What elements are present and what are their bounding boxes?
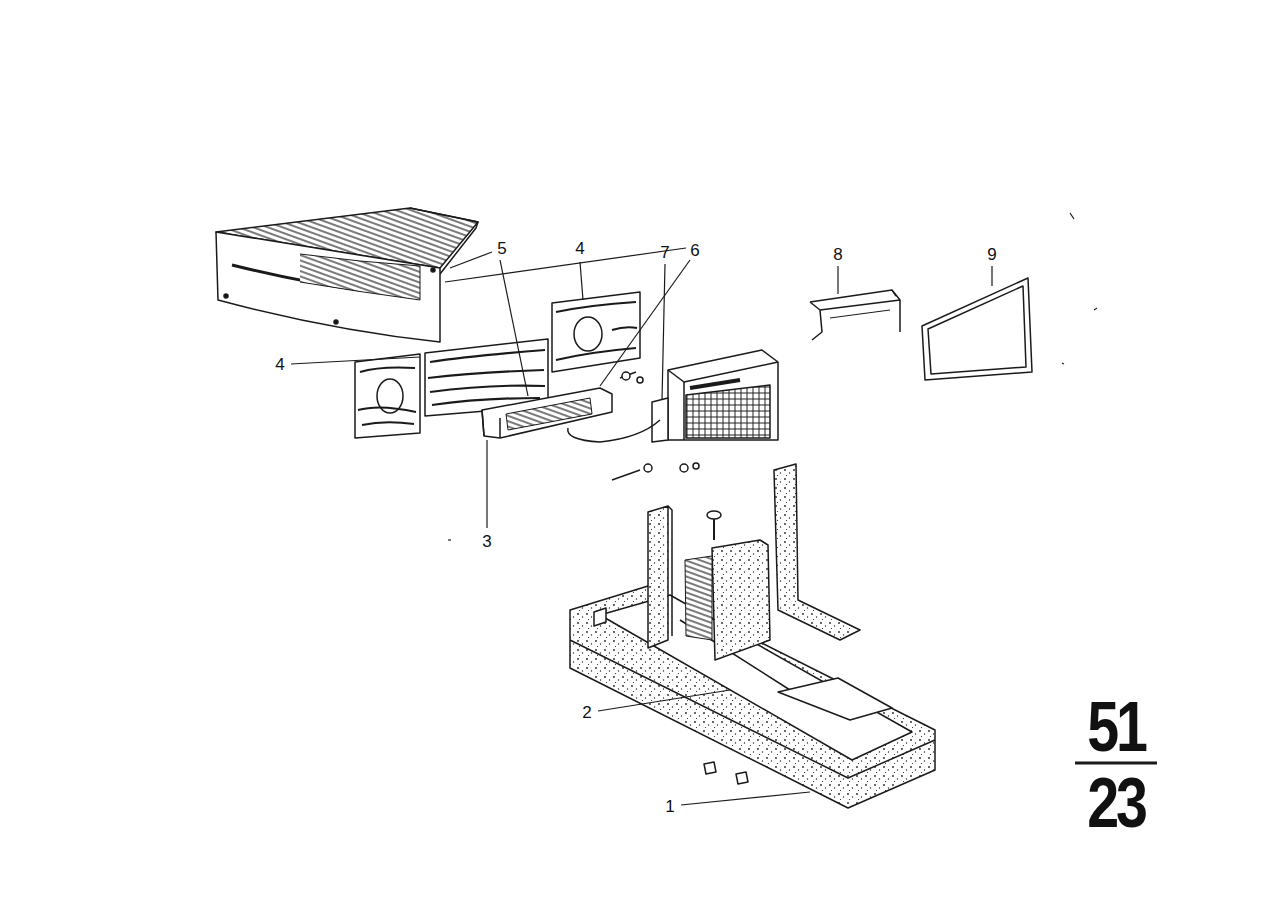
group-number: 51 [1087, 692, 1144, 762]
callout-number: 5 [497, 240, 506, 257]
group-number: 23 [1087, 768, 1144, 838]
leader-lines [291, 248, 992, 805]
callout-number: 7 [660, 244, 669, 261]
frame [922, 278, 1032, 380]
callout-number: 8 [833, 246, 842, 263]
callout-number: 3 [482, 533, 491, 550]
callout-number: 4 [275, 356, 284, 373]
bracket [810, 290, 900, 340]
callout-number: 6 [690, 242, 699, 259]
print-marks [448, 213, 1097, 540]
compartment [216, 208, 478, 342]
callout-number: 1 [665, 798, 674, 815]
callout-number: 4 [575, 240, 584, 257]
wood-panels [355, 292, 640, 438]
callout-number: 9 [987, 246, 996, 263]
tray [482, 388, 612, 438]
radio-bracket [568, 350, 778, 480]
callout-number: 2 [582, 704, 591, 721]
screw [707, 511, 721, 540]
console [570, 464, 935, 808]
